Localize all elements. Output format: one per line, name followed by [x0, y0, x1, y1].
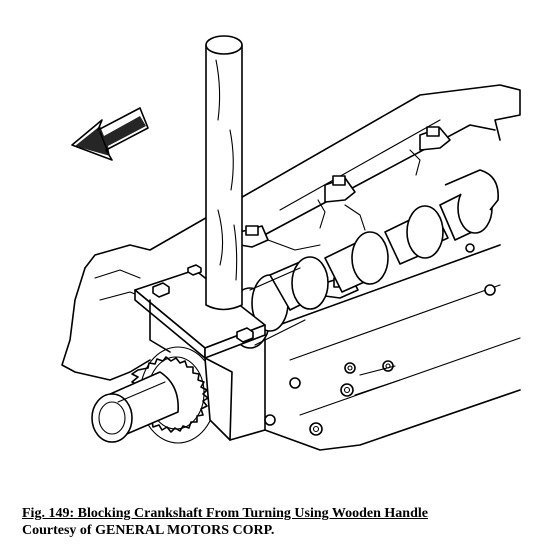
figure-caption: Fig. 149: Blocking Crankshaft From Turni… [22, 505, 532, 539]
crankshaft-blocking-illustration [61, 35, 521, 451]
wooden-handle [205, 35, 243, 311]
caption-title: Fig. 149: Blocking Crankshaft From Turni… [22, 506, 428, 521]
crankshaft [229, 169, 499, 349]
engine-block [61, 84, 521, 451]
crankshaft-snout [91, 371, 179, 443]
blocking-bracket [134, 264, 266, 441]
direction-arrow-icon [71, 107, 149, 161]
caption-credit: Courtesy of GENERAL MOTORS CORP. [22, 523, 275, 538]
